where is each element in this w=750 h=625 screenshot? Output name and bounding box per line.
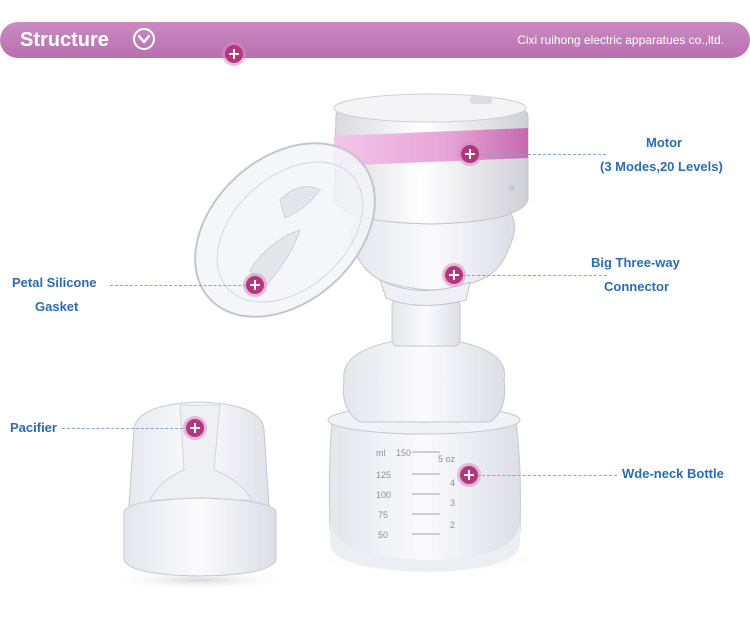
page-title: Structure (20, 29, 109, 51)
pacifier-cup-shape (123, 401, 277, 577)
motor-marker[interactable] (461, 145, 479, 163)
bottle-unit: ml (376, 448, 386, 458)
bottle-leader-line (477, 475, 617, 476)
bottle-oz-3: 3 (450, 498, 455, 508)
motor-spec-label: (3 Modes,20 Levels) (600, 159, 723, 174)
motor-shape (333, 93, 529, 225)
connector-label: Big Three-way (591, 255, 680, 270)
bottle-oz-4: 4 (450, 478, 455, 488)
pacifier-label: Pacifier (10, 420, 57, 435)
bottle-shape (327, 299, 521, 572)
connector-label-line2: Connector (604, 279, 669, 294)
gasket-label: Petal Silicone (12, 275, 97, 290)
header-marker[interactable] (225, 45, 243, 63)
bottle-ml-125: 125 (376, 470, 391, 480)
bottle-ml-75: 75 (378, 510, 388, 520)
bottle-oz-5: 5 oz (438, 454, 456, 464)
bottle-ml-50: 50 (378, 530, 388, 540)
gasket-label-line2: Gasket (35, 299, 79, 314)
gasket-leader-line (110, 285, 246, 286)
chevron-down-icon[interactable] (133, 28, 155, 50)
flange-shape (194, 142, 376, 318)
motor-leader-line (478, 154, 606, 155)
header-banner: Structure Cixi ruihong electric apparatu… (0, 22, 750, 58)
bottle-label: Wde-neck Bottle (622, 466, 724, 481)
pacifier-marker[interactable] (186, 419, 204, 437)
pacifier-leader-line (62, 428, 188, 429)
bottle-ml-100: 100 (376, 490, 391, 500)
connector-marker[interactable] (445, 266, 463, 284)
gasket-marker[interactable] (246, 276, 264, 294)
bottle-ml-150: 150 (396, 448, 411, 458)
bottle-oz-2: 2 (450, 520, 455, 530)
connector-shape (349, 209, 515, 306)
connector-leader-line (462, 275, 607, 276)
motor-label: Motor (646, 135, 683, 150)
company-name: Cixi ruihong electric apparatues co.,ltd… (517, 33, 724, 47)
bottle-marker[interactable] (460, 466, 478, 484)
